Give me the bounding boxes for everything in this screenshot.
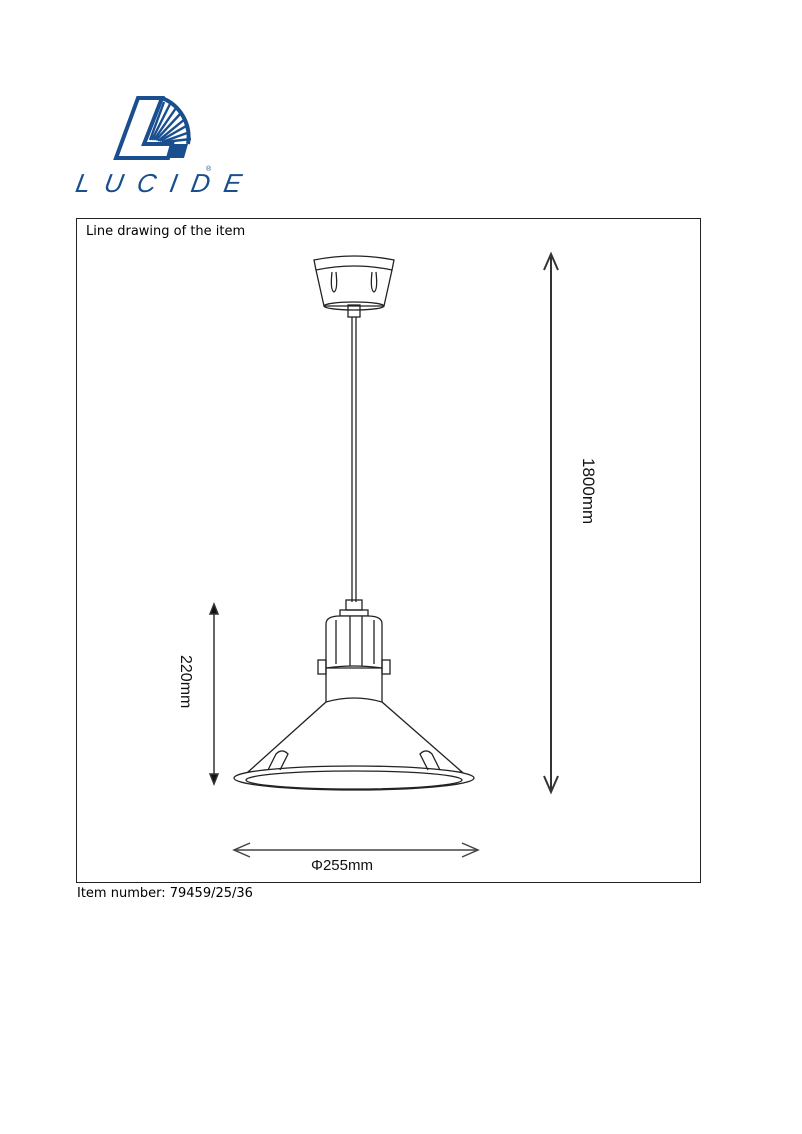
frame-title: Line drawing of the item — [86, 224, 246, 239]
diameter-label: Φ255mm — [311, 857, 373, 874]
registered-mark: ® — [206, 166, 212, 173]
diameter-dimension-arrow — [232, 842, 480, 858]
drawing-frame — [76, 218, 701, 883]
shade-height-dimension-arrow — [208, 601, 220, 787]
height-dimension-arrow — [543, 251, 559, 795]
total-height-label: 1800mm — [579, 458, 598, 525]
shade-height-label: 220mm — [177, 655, 194, 709]
lucide-logo: LUCIDE ® — [72, 92, 258, 202]
item-number: Item number: 79459/25/36 — [77, 886, 253, 901]
lucide-logo-icon — [113, 96, 192, 160]
